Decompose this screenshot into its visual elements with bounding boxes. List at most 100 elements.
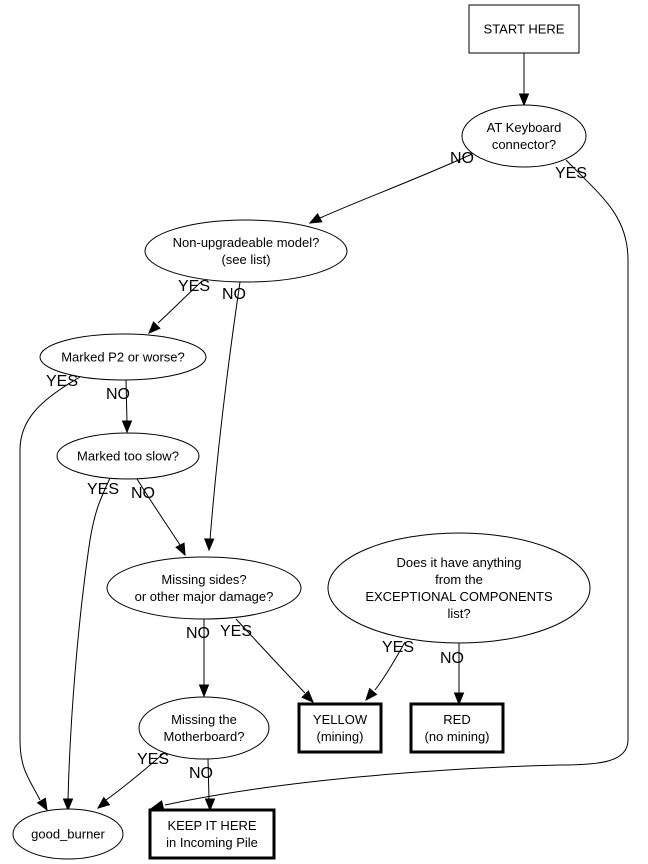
node-keep-here[interactable]: KEEP IT HERE in Incoming Pile [148,808,276,860]
arrowhead-icon [518,93,530,107]
edge-marked-slow-to-good-burner [62,477,111,812]
node-label-line: KEEP IT HERE [167,818,256,833]
edge-exceptional-to-red [453,643,465,706]
edge-line [19,376,81,801]
arrowhead-icon [148,321,161,334]
edge-line [374,641,406,691]
edge-line [136,478,181,546]
node-label-line: in Incoming Pile [166,835,258,850]
node-label-line: Marked P2 or worse? [61,350,185,365]
node-label-line: from the [435,572,483,587]
edge-label-no: NO [106,386,130,403]
edge-at-keyboard-to-non-upgradeable [308,153,473,224]
arrowhead-icon [198,684,210,698]
node-label-line: YELLOW [313,712,368,727]
edge-marked-p2-to-marked-slow [121,379,133,434]
node-label-line: Non-upgradeable model? [173,235,320,250]
node-missing-sides[interactable]: Missing sides? or other major damage? [106,556,302,620]
decision-ellipse [12,808,124,860]
edge-label-no: NO [222,286,246,303]
decision-ellipse [106,556,302,620]
node-label-line: good_burner [31,827,105,842]
node-red[interactable]: RED (no mining) [409,702,505,754]
node-good-burner[interactable]: good_burner [12,808,124,860]
edges-layer [19,53,629,812]
edge-label-yes: YES [178,278,210,295]
decision-ellipse [144,219,348,283]
node-label-line: or other major damage? [135,589,274,604]
edge-missing-sides-to-yellow [235,618,314,703]
node-label-line: (mining) [317,729,364,744]
edge-non-upgradeable-to-marked-p2 [148,280,203,334]
outcome-box [297,702,383,754]
arrowhead-icon [203,538,215,552]
edge-exceptional-to-yellow [365,641,406,702]
decision-ellipse [138,696,270,760]
node-start[interactable]: START HERE [468,4,580,54]
edge-line [157,280,203,324]
edge-line [235,618,306,694]
node-label-line: Motherboard? [164,729,245,744]
node-label-line: Marked too slow? [77,449,179,464]
decision-ellipse [327,532,591,644]
arrowhead-icon [121,420,133,434]
edge-label-no: NO [186,625,210,642]
edge-missing-sides-to-missing-mb [198,619,210,698]
edge-label-yes: YES [555,165,587,182]
node-label-line: connector? [492,137,556,152]
edge-label-no: NO [450,150,474,167]
edge-label-yes: YES [382,639,414,656]
node-label-line: (no mining) [424,729,489,744]
outcome-box [409,702,505,754]
nodes-layer: START HERE AT Keyboard connector? Non-upgra… [12,4,591,860]
arrowhead-icon [96,796,111,809]
edge-line [125,379,128,423]
edge-label-yes: YES [46,373,78,390]
arrowhead-icon [301,690,314,703]
edge-line [319,153,473,219]
node-non-upgradeable[interactable]: Non-upgradeable model? (see list) [144,219,348,283]
arrowhead-icon [204,798,216,812]
node-marked-slow[interactable]: Marked too slow? [56,432,200,480]
edge-line [105,751,166,801]
edge-label-no: NO [440,650,464,667]
node-yellow[interactable]: YELLOW (mining) [297,702,383,754]
edge-label-no: NO [131,485,155,502]
node-label-line: Does it have anything [396,555,521,570]
decision-ellipse [56,432,200,480]
node-label-line: START HERE [484,22,565,37]
edge-label-yes: YES [87,481,119,498]
start-box [468,4,580,54]
arrowhead-icon [453,692,465,706]
node-label-line: (see list) [221,252,270,267]
edge-label-yes: YES [137,751,169,768]
arrowhead-icon [150,800,165,811]
node-label-line: Missing the [171,712,237,727]
edge-non-upgradeable-to-missing-sides [203,281,241,552]
edge-start-to-at-keyboard [518,53,530,107]
edge-label-no: NO [189,765,213,782]
edge-marked-p2-to-good-burner [19,376,81,812]
arrowhead-icon [36,797,48,812]
edge-missing-mb-to-good-burner [96,751,166,809]
edge-line [207,758,210,801]
edge-marked-slow-to-missing-sides [136,478,186,557]
node-marked-p2[interactable]: Marked P2 or worse? [39,333,207,381]
outcome-box [148,808,276,860]
decision-ellipse [39,333,207,381]
node-label-line: AT Keyboard [487,120,562,135]
edge-line [164,159,629,806]
node-label-line: RED [443,712,470,727]
node-at-keyboard[interactable]: AT Keyboard connector? [461,104,587,168]
arrowhead-icon [62,798,74,812]
arrowhead-icon [308,212,323,224]
node-label-line: Missing sides? [161,572,246,587]
node-label-line: list? [447,606,470,621]
arrowhead-icon [175,542,186,557]
edge-line [67,477,111,801]
edge-missing-mb-to-keep-here [204,758,216,812]
